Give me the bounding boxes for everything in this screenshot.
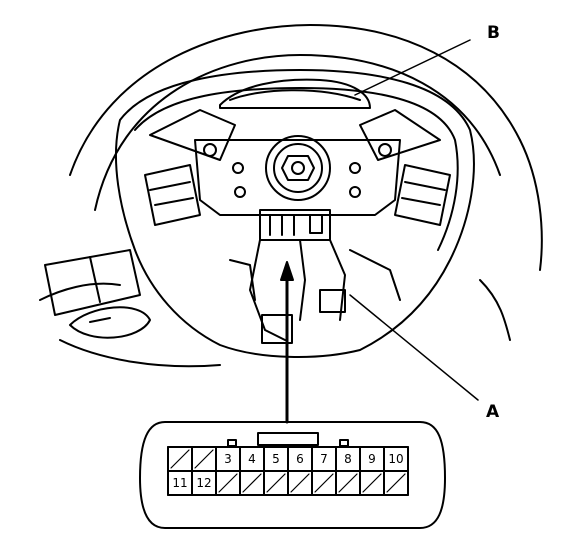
empty-pin-mark: [386, 473, 406, 493]
pin-label: 3: [224, 452, 232, 466]
callout-b: B: [487, 23, 500, 43]
callout-a: A: [486, 402, 500, 422]
pin-label: 7: [320, 452, 328, 466]
empty-pin-mark: [242, 473, 262, 493]
pin-label: 8: [344, 452, 352, 466]
wire-harness: [229, 209, 401, 344]
pin-label: 4: [248, 452, 256, 466]
pin-label: 5: [272, 452, 280, 466]
connector-face: 3 4 5 6 7 8 9 10 11 12: [139, 421, 446, 529]
pin-label: 10: [388, 452, 403, 466]
right-switch-bracket: [394, 164, 451, 226]
empty-pin-mark: [218, 473, 238, 493]
pin-grid: 3 4 5 6 7 8 9 10 11 12: [167, 446, 409, 496]
pin-label: 9: [368, 452, 376, 466]
empty-pin-mark: [194, 449, 214, 469]
lower-rim: [59, 279, 511, 368]
pin-label: 6: [296, 452, 304, 466]
mounting-plate: [194, 135, 401, 216]
wheel-hub-housing: [115, 69, 475, 358]
empty-pin-mark: [338, 473, 358, 493]
left-switch-panel: [44, 249, 151, 339]
pin-cell: [383, 470, 409, 496]
steering-wheel-rim: [39, 24, 543, 301]
empty-pin-mark: [290, 473, 310, 493]
empty-pin-mark: [362, 473, 382, 493]
horn-cover-frame: [219, 78, 371, 109]
callout-leaders: [349, 39, 479, 401]
connector-arrow: [280, 261, 294, 424]
empty-pin-mark: [314, 473, 334, 493]
pin-label: 12: [196, 476, 211, 490]
pin-label: 11: [172, 476, 187, 490]
empty-pin-mark: [170, 449, 190, 469]
empty-pin-mark: [266, 473, 286, 493]
left-switch-bracket: [144, 164, 201, 226]
